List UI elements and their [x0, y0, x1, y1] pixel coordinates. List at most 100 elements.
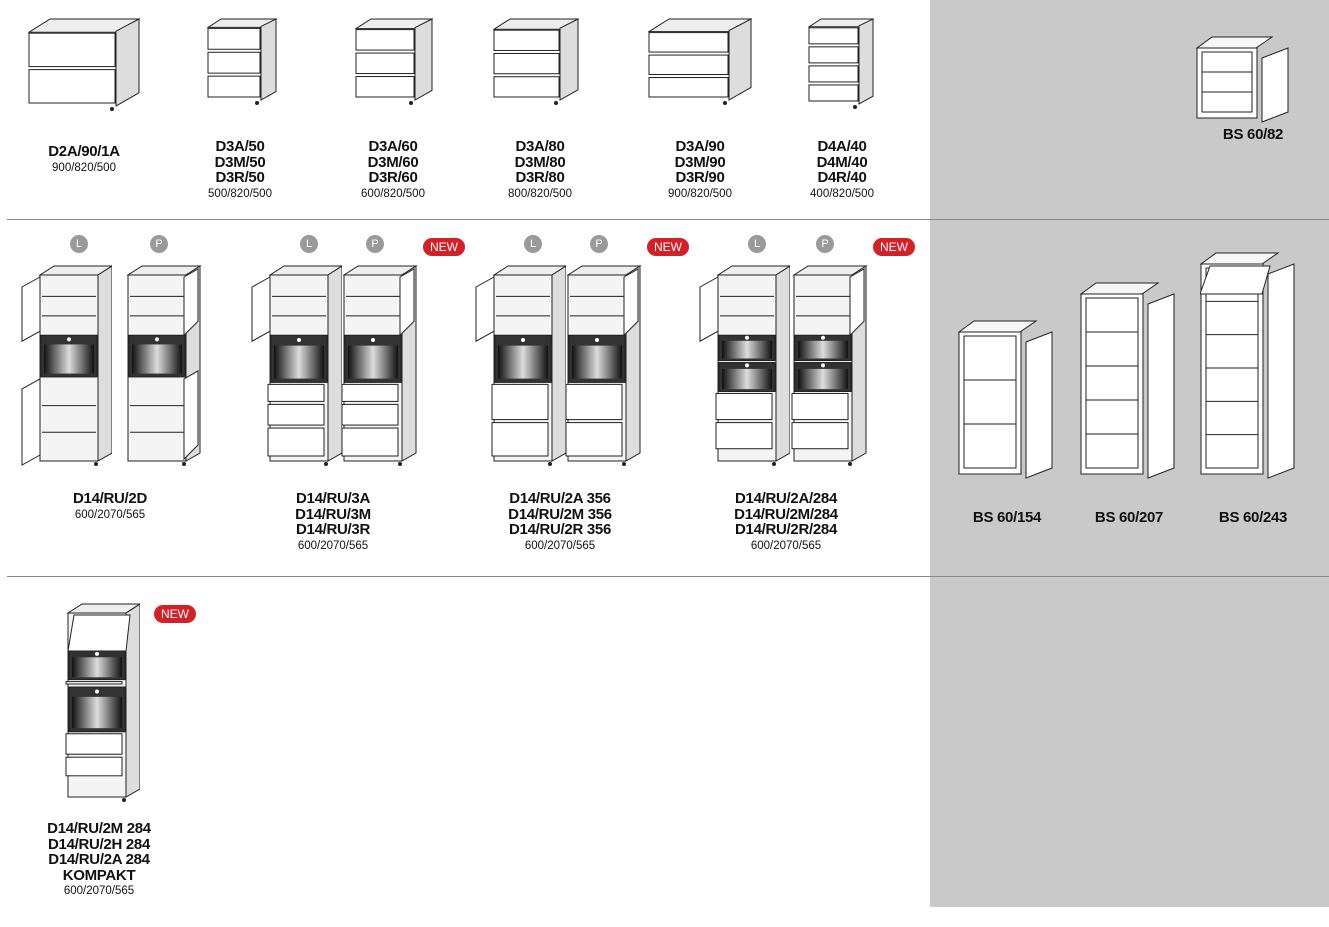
open-door	[183, 370, 199, 461]
product-dimensions: 500/820/500	[208, 187, 272, 200]
oven-knob	[745, 363, 749, 368]
cabinet-drawing-right	[565, 265, 642, 466]
oven-knob	[95, 689, 99, 694]
leg	[324, 462, 328, 466]
cabinet-drawing-left	[475, 265, 566, 466]
drawer-front	[715, 422, 773, 450]
drawer-front	[565, 422, 623, 457]
open-door	[21, 276, 41, 343]
product-code: D4A/40	[817, 138, 867, 155]
drawer-front	[341, 383, 399, 402]
cabinet-side	[858, 18, 874, 105]
leg	[853, 105, 857, 109]
drawer-front	[493, 29, 560, 51]
oven-knob	[155, 337, 159, 342]
drawer-front	[28, 69, 116, 104]
cabinet-drawing-right	[341, 265, 418, 466]
product-code: D2A/90/1A	[48, 143, 120, 160]
cabinet-drawing	[355, 18, 433, 105]
drawer-front	[28, 32, 116, 68]
lift-flap	[67, 614, 131, 652]
product-code: BS 60/207	[1094, 509, 1164, 526]
cabinet-drawing-left	[699, 265, 790, 466]
oven-window	[348, 345, 398, 379]
leg	[182, 462, 186, 466]
product-code: KOMPAKT	[62, 866, 136, 884]
door-panel	[1267, 263, 1295, 479]
leg	[94, 462, 98, 466]
product-code: D14/RU/2M 356	[508, 505, 612, 523]
oven-knob	[821, 363, 825, 368]
cabinet-drawing-right	[126, 265, 202, 466]
drawer-front	[808, 84, 859, 102]
product-code: D3M/80	[514, 153, 566, 171]
leg	[723, 101, 727, 105]
door-panel	[1261, 47, 1289, 123]
oven-window	[72, 657, 122, 678]
cabinet-interior	[1201, 51, 1253, 113]
product-code: D3A/50	[215, 138, 265, 155]
new-badge: NEW	[647, 238, 689, 256]
cabinet-top	[1200, 252, 1280, 265]
product-code: D14/RU/2R/284	[735, 521, 837, 538]
leg	[772, 462, 776, 466]
product-code: D14/RU/2R 356	[509, 521, 611, 538]
product-code: D4M/40	[816, 153, 868, 171]
oven-knob	[745, 335, 749, 340]
leg	[255, 101, 259, 105]
oven-knob	[371, 337, 375, 342]
drawer-front	[791, 422, 849, 450]
cabinet-drawing	[493, 18, 579, 105]
new-badge: NEW	[154, 605, 196, 623]
leg	[548, 462, 552, 466]
cabinet-top	[1196, 36, 1274, 49]
cabinet-top	[958, 320, 1038, 333]
product-code: D3R/90	[675, 169, 725, 186]
door-panel	[1147, 293, 1175, 479]
drawer-front	[493, 76, 560, 98]
open-door	[699, 276, 719, 343]
oven-window	[798, 340, 848, 359]
cabinet-drawing	[28, 18, 140, 111]
drawer-front	[808, 46, 859, 64]
drawer-front	[65, 756, 123, 777]
product-code: BS 60/243	[1218, 509, 1288, 526]
drawer-front	[267, 383, 325, 402]
product-code: D3R/50	[215, 169, 265, 186]
drawer-front	[267, 427, 325, 457]
product-dimensions: 600/2070/565	[524, 539, 596, 552]
product-code: D3M/60	[367, 153, 419, 171]
leg	[409, 101, 413, 105]
cabinet-drawing	[958, 320, 1053, 479]
leg	[110, 107, 114, 111]
cabinet-top	[1080, 282, 1160, 295]
product-code: D14/RU/3A	[296, 490, 370, 507]
product-code: D4R/40	[817, 169, 867, 186]
cabinet-side	[414, 18, 433, 101]
open-door	[251, 276, 271, 343]
drawer-front	[565, 383, 623, 421]
open-door	[183, 268, 199, 337]
product-code: D14/RU/2A/284	[735, 490, 837, 507]
left-hinge-badge: L	[300, 235, 318, 253]
cabinet-drawing	[1200, 252, 1295, 479]
cabinet-drawing	[65, 603, 140, 802]
product-code: D3A/60	[368, 138, 418, 155]
product-code: D14/RU/3R	[296, 521, 370, 538]
leg	[622, 462, 626, 466]
open-door	[623, 268, 639, 337]
drawer-front	[808, 65, 859, 83]
product-code: D14/RU/3M	[295, 505, 371, 523]
drawer-front	[648, 32, 729, 53]
new-badge: NEW	[423, 238, 465, 256]
product-code: BS 60/82	[1222, 126, 1284, 143]
product-code: D14/RU/2A 356	[509, 490, 611, 507]
cabinet-side	[115, 18, 140, 107]
